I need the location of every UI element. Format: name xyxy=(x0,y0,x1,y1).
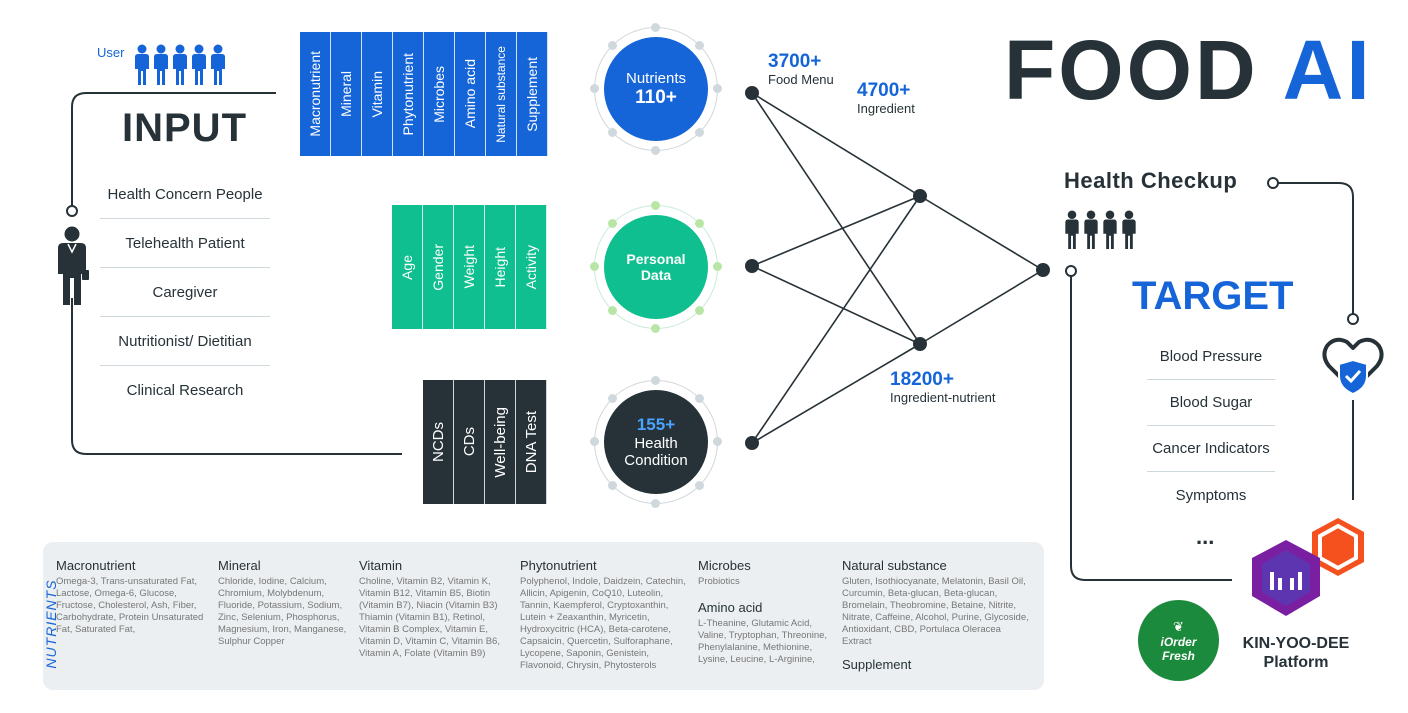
nutrient-category: Vitamin xyxy=(362,32,393,156)
person-icon xyxy=(1102,210,1118,250)
personal-category: Age xyxy=(392,205,423,329)
nutrient-category: Supplement xyxy=(517,32,548,156)
user-list: Health Concern People Telehealth Patient… xyxy=(100,170,270,415)
platform-label: KIN-YOO-DEE Platform xyxy=(1242,635,1350,671)
leaf-icon: ❦ xyxy=(1173,618,1184,634)
heart-shield-icon xyxy=(1321,334,1385,405)
condition-category: CDs xyxy=(454,380,485,504)
health-checkup-title: Health Checkup xyxy=(1064,168,1238,193)
condition-category: Well-being xyxy=(485,380,516,504)
nutrient-category: Microbes xyxy=(424,32,455,156)
user-people-icons xyxy=(134,44,226,86)
health-condition-hub: 155+ Health Condition xyxy=(590,376,722,508)
person-icon xyxy=(191,44,207,86)
person-icon xyxy=(210,44,226,86)
user-item: Telehealth Patient xyxy=(100,219,270,268)
nutrient-category: Natural substance xyxy=(486,32,517,156)
person-icon xyxy=(134,44,150,86)
condition-category: NCDs xyxy=(423,380,454,504)
input-title: INPUT xyxy=(122,106,247,150)
target-item: Blood Pressure xyxy=(1147,334,1275,380)
nutrient-category: Mineral xyxy=(331,32,362,156)
person-icon xyxy=(1083,210,1099,250)
person-icon xyxy=(153,44,169,86)
connector-endpoints xyxy=(66,177,1359,325)
target-left-connector xyxy=(1070,276,1232,581)
nutrient-category: Phytonutrient xyxy=(393,32,424,156)
target-item: Blood Sugar xyxy=(1147,380,1275,426)
input-top-connector xyxy=(71,92,276,206)
user-item: Nutritionist/ Dietitian xyxy=(100,317,270,366)
more-ellipsis: ... xyxy=(1196,524,1215,549)
nutrient-category: Amino acid xyxy=(455,32,486,156)
personal-category: Weight xyxy=(454,205,485,329)
iorder-fresh-logo: ❦ iOrder Fresh xyxy=(1138,600,1219,681)
nutrients-hub: Nutrients 110+ xyxy=(590,23,722,155)
stat-ingredient-nutrient: 18200+ Ingredient-nutrient xyxy=(890,369,996,405)
network-nodes xyxy=(745,86,1050,450)
personal-data-hub: Personal Data xyxy=(590,201,722,333)
target-title: TARGET xyxy=(1132,274,1294,318)
personal-category: Activity xyxy=(516,205,547,329)
personal-category: Height xyxy=(485,205,516,329)
input-bottom-connector xyxy=(71,298,402,455)
user-label: User xyxy=(97,45,125,60)
condition-categories: NCDs CDs Well-being DNA Test xyxy=(423,380,547,504)
stat-food-menu: 3700+ Food Menu xyxy=(768,51,834,87)
person-icon xyxy=(1064,210,1080,250)
nutrient-categories: Macronutrient Mineral Vitamin Phytonutri… xyxy=(300,32,548,156)
user-item: Caregiver xyxy=(100,268,270,317)
health-checkup-connector xyxy=(1278,182,1354,314)
personal-category: Gender xyxy=(423,205,454,329)
personal-categories: Age Gender Weight Height Activity xyxy=(392,205,547,329)
person-icon xyxy=(1121,210,1137,250)
nutrient-category: Macronutrient xyxy=(300,32,331,156)
target-item: Cancer Indicators xyxy=(1147,426,1275,472)
stat-ingredient: 4700+ Ingredient xyxy=(857,80,915,116)
nutrients-panel xyxy=(43,542,1044,690)
kin-yoo-dee-logo xyxy=(1248,516,1368,625)
person-icon xyxy=(172,44,188,86)
network-lines xyxy=(751,92,1044,444)
target-item: Symptoms xyxy=(1175,486,1247,504)
doctor-icon xyxy=(54,226,90,311)
user-item: Clinical Research xyxy=(126,382,244,399)
user-item: Health Concern People xyxy=(100,170,270,219)
checkup-people-icons xyxy=(1064,210,1137,250)
target-list: Blood Pressure Blood Sugar Cancer Indica… xyxy=(1147,334,1275,518)
nutrient-detail-supplement: Supplement xyxy=(842,657,912,672)
condition-category: DNA Test xyxy=(516,380,547,504)
